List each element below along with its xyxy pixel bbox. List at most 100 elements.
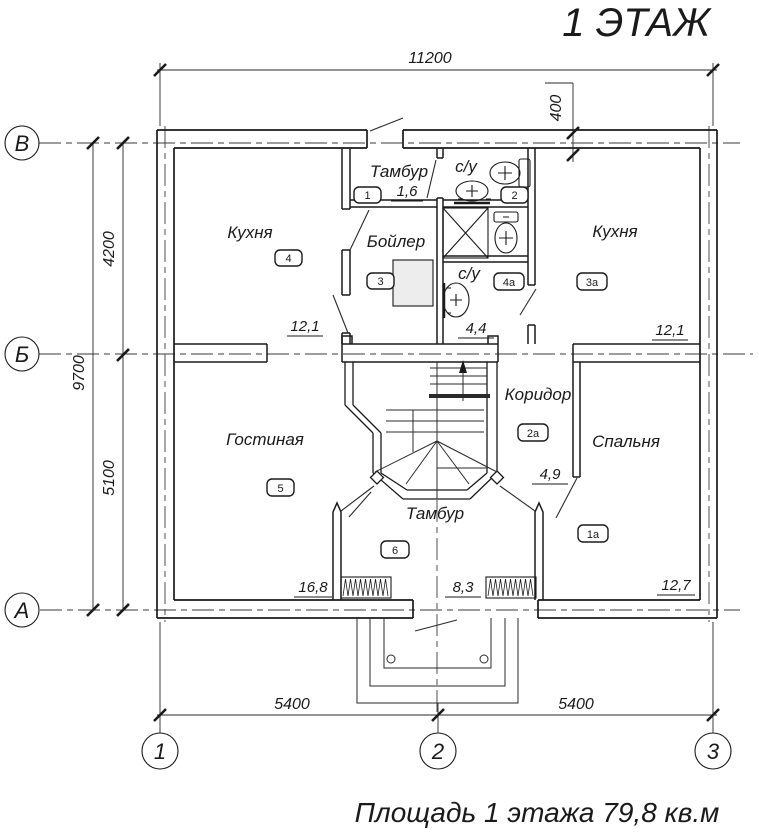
svg-text:1: 1: [364, 190, 370, 202]
area-underlines: [287, 200, 695, 598]
entrance-porch: [356, 618, 519, 704]
room-label-tambour-top: Тамбур: [370, 162, 428, 181]
stair-treads-upper: [430, 367, 487, 385]
svg-text:4: 4: [285, 253, 291, 265]
stair-winders: [374, 440, 498, 485]
room-label-kitchen-left: Кухня: [227, 223, 272, 242]
dim-bottom-right: 5400: [558, 696, 594, 713]
room-label-boiler: Бойлер: [367, 232, 425, 251]
boiler-icon: [392, 259, 434, 307]
door-leaf-boiler: [349, 209, 370, 251]
room-tag-tambour-top: 1: [353, 186, 382, 204]
area-kitchen-left: 12,1: [290, 318, 319, 335]
wall-boiler-wc: [436, 148, 444, 344]
bay-corner-posts: [369, 470, 505, 485]
porch-column-right: [479, 654, 489, 664]
room-label-corridor: Коридор: [505, 385, 572, 404]
radiator-icon-left: [340, 576, 392, 599]
exterior-walls: [156, 129, 718, 619]
room-areas: 12,1 12,1 1,6 4,4 4,9 16,8 8,3 12,7: [290, 183, 691, 596]
dim-left-total: 9700: [71, 355, 88, 391]
axis-circle-B: [4, 125, 40, 161]
room-label-living: Гостиная: [226, 430, 304, 449]
axis-grid-lines: [39, 126, 753, 712]
fixtures: [340, 158, 537, 599]
room-label-wc-mid: с/у: [458, 264, 481, 283]
wall-B-middle: [341, 335, 499, 363]
room-tag-tambour-bottom: 6: [380, 540, 410, 559]
room-tag-kitchen-right: 3а: [576, 272, 608, 291]
room-label-tambour-bottom: Тамбур: [406, 504, 464, 523]
area-living: 16,8: [298, 579, 328, 596]
wall-opening-caps: [366, 130, 539, 618]
area-corridor: 4,9: [540, 466, 562, 483]
toilet-icon-2: [493, 211, 519, 254]
area-tambour-bottom: 8,3: [453, 579, 475, 596]
wall-wc-top: [350, 199, 528, 208]
room-tag-wc-top: 2: [500, 186, 529, 204]
dimension-ticks: [86, 63, 720, 722]
door-leaf-top-entry: [369, 117, 404, 132]
axis-circle-A: [4, 592, 40, 628]
axis-label-Bb: Б: [15, 342, 29, 367]
wall-B-left: [174, 343, 268, 363]
radiator-icon-right: [485, 576, 537, 599]
door-leaf-tambour-top: [426, 159, 437, 199]
dim-left-lower: 5100: [101, 460, 118, 496]
stair-bay-walls: [344, 362, 505, 500]
axis-circle-2: [419, 732, 457, 770]
area-bedroom: 12,7: [661, 577, 691, 594]
page-title: 1 ЭТАЖ: [562, 1, 712, 45]
dim-bottom-left: 5400: [274, 696, 310, 713]
inner-wall-line: [173, 147, 701, 601]
stair-up-arrow-icon: [459, 360, 467, 373]
wall-B-right: [572, 343, 700, 363]
room-label-wc-top: с/у: [455, 157, 478, 176]
canopy-lines: [340, 485, 536, 512]
door-leaf-kitchen-left: [332, 294, 349, 334]
dim-total-width: 11200: [408, 50, 451, 67]
svg-text:4а: 4а: [503, 277, 516, 289]
door-leaf-bedroom: [555, 477, 578, 519]
axis-label-A: А: [13, 598, 30, 623]
toilet-icon: [489, 158, 531, 188]
axis-label-B: В: [15, 131, 30, 156]
wall-kitchen-left: [341, 148, 351, 344]
wall-kitchen-right: [527, 148, 536, 344]
svg-text:2: 2: [511, 190, 517, 202]
svg-text:1а: 1а: [587, 529, 600, 541]
wall-bedroom: [572, 362, 581, 478]
tambour-door-jambs: [332, 501, 544, 600]
room-tags: 1 2 3 4 3а 4а 2а 1а: [266, 186, 609, 559]
sink-icon-2: [442, 282, 470, 318]
area-kitchen-right: 12,1: [655, 322, 684, 339]
area-caption: Площадь 1 этажа 79,8 кв.м: [355, 797, 720, 828]
outer-wall-line: [156, 129, 718, 619]
axis-circle-Bb: [4, 336, 40, 372]
stair-treads-lower: [386, 409, 484, 452]
area-wc-mid: 4,4: [466, 320, 487, 337]
porch-column-left: [386, 654, 396, 664]
door-leaf-main-entry: [414, 619, 458, 632]
axis-label-3: 3: [707, 739, 720, 764]
axis-circle-1: [141, 732, 179, 770]
staircase: [374, 360, 498, 499]
room-label-kitchen-right: Кухня: [592, 222, 637, 241]
wall-wc-mid: [443, 255, 528, 263]
room-tag-living: 5: [266, 478, 295, 497]
room-tag-kitchen-left: 4: [274, 249, 303, 267]
room-tag-bedroom: 1а: [577, 524, 609, 543]
door-leaf-kitchen-right: [519, 288, 537, 316]
dimension-texts: 11200 400 4200 9700 5100 5400 5400: [71, 50, 594, 713]
door-leaves: [332, 117, 578, 632]
shower-icon: [442, 207, 489, 259]
svg-text:6: 6: [392, 545, 398, 557]
svg-text:2а: 2а: [527, 428, 540, 440]
svg-text:5: 5: [277, 483, 283, 495]
area-tambour-top: 1,6: [397, 183, 419, 200]
svg-text:3а: 3а: [586, 277, 599, 289]
room-tag-wc-mid: 4а: [493, 272, 525, 291]
axis-markers: [4, 125, 732, 770]
